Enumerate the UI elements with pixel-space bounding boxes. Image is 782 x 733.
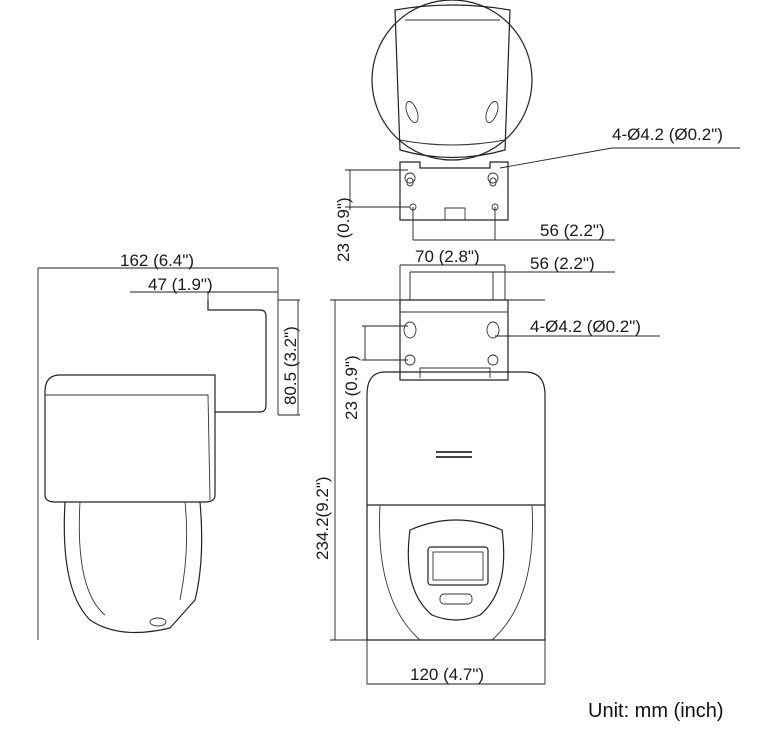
front-view: 70 (2.8") 56 (2.2") 4-Ø4.2 (Ø0.2") 23 (0…	[313, 247, 660, 685]
side-bracket-height-label: 80.5 (3.2")	[281, 326, 300, 405]
front-width-label: 120 (4.7")	[410, 665, 484, 684]
top-height-label: 23 (0.9")	[334, 197, 353, 262]
top-view: 4-Ø4.2 (Ø0.2") 23 (0.9") 56 (2.2")	[334, 0, 740, 262]
top-hole-spacing-label: 56 (2.2")	[540, 221, 605, 240]
front-hole-spacing-label: 56 (2.2")	[530, 254, 595, 273]
front-hole-label: 4-Ø4.2 (Ø0.2")	[530, 317, 641, 336]
unit-label: Unit: mm (inch)	[588, 700, 724, 722]
front-total-height-label: 234.2(9.2")	[313, 476, 332, 560]
speaker-grille	[436, 451, 472, 458]
front-bracket-width-label: 70 (2.8")	[415, 247, 480, 266]
side-depth-label: 162 (6.4")	[120, 251, 194, 270]
side-view: 162 (6.4") 47 (1.9") 80.5 (3.2")	[37, 251, 300, 640]
front-hole-vertical-label: 23 (0.9")	[342, 355, 361, 420]
side-bracket-depth-label: 47 (1.9")	[148, 275, 213, 294]
top-hole-label: 4-Ø4.2 (Ø0.2")	[612, 125, 723, 144]
